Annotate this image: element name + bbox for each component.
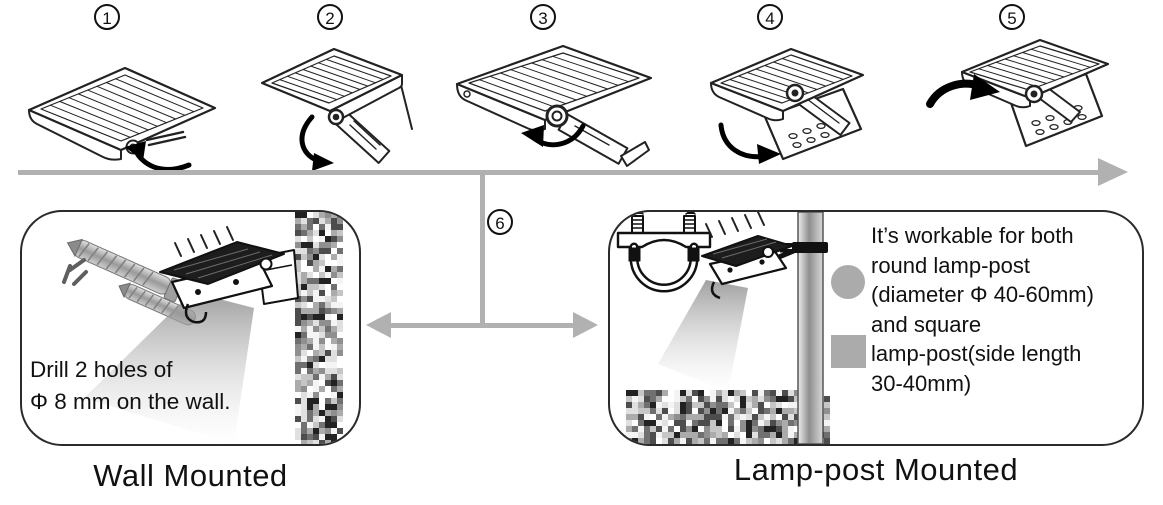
lamp-post-mounted-caption: Lamp-post Mounted [733,452,1019,487]
step-3-stand-extended-illustration [455,44,653,167]
drill-instruction-line-2: Φ 8 mm on the wall. [30,389,231,414]
wall-mounted-light-illustration [159,241,299,324]
wall-mount-scene [62,212,343,444]
step-1-badge: 1 [94,4,120,30]
step-4-badge: 4 [757,4,783,30]
sun-rays-icon [705,212,765,238]
step-6-number: 6 [495,214,505,233]
step-3-badge: 3 [530,4,556,30]
round-post-bullet-icon [831,265,865,299]
step-3-number: 3 [538,9,548,28]
light-beam [84,292,254,444]
branch-arrow-right-head-icon [573,312,598,338]
step-1-number: 1 [102,9,112,28]
step-5-press-arrow-icon [926,74,1000,108]
wall-mounted-caption: Wall Mounted [93,458,288,493]
branch-vertical-line [480,172,485,325]
step-2-rotate-arrow-icon [299,114,334,171]
drill-instruction-line-1: Drill 2 holes of [30,357,173,382]
sun-rays-icon [174,226,234,257]
note-line-5: lamp-post(side length [871,341,1082,366]
note-line-2: round lamp-post [871,252,1030,278]
branch-arrow-left-head-icon [366,312,391,338]
step-4-head-rotate-illustration [709,47,865,164]
lamp-post-scene [616,212,830,444]
wall-texture [295,212,343,444]
step-5-lock-latch-illustration [926,38,1110,148]
step-2-stand-unfold-illustration [260,47,413,171]
branch-arrow-line [388,323,576,328]
step-2-badge: 2 [317,4,343,30]
step-5-badge: 5 [999,4,1025,30]
step-6-badge: 6 [487,209,513,235]
flow-arrow-line [18,170,1100,175]
step-3-rotate-arrow-icon [521,123,586,148]
step-4-rotate-arrow-icon [718,122,781,164]
drill-instruction: Drill 2 holes of Φ 8 mm on the wall. [30,354,231,418]
expansion-screws-illustration [62,238,196,326]
note-line-3: (diameter Φ 40-60mm) [871,282,1094,307]
step-4-number: 4 [765,9,775,28]
step-5-number: 5 [1007,9,1017,28]
step-1-folded-light-illustration [27,66,217,172]
note-line-6: 30-40mm) [871,370,972,396]
note-line-1: It’s workable for both [871,223,1074,248]
step-2-number: 2 [325,9,335,28]
u-bolt-clamp-illustration [616,212,712,293]
flow-arrow-head-icon [1098,158,1128,186]
wall-mounted-panel: Drill 2 holes of Φ 8 mm on the wall. [20,210,361,446]
light-beam [658,280,748,392]
note-line-4: and square [871,311,982,337]
pole-mounted-light-illustration [701,235,828,300]
square-post-bullet-icon [831,335,866,368]
lamp-post-mounted-panel: It’s workable for both round lamp-post (… [608,210,1144,446]
step-1-rotate-arrow-icon [125,141,192,172]
lamp-post-note: It’s workable for both round lamp-post (… [871,221,1094,398]
